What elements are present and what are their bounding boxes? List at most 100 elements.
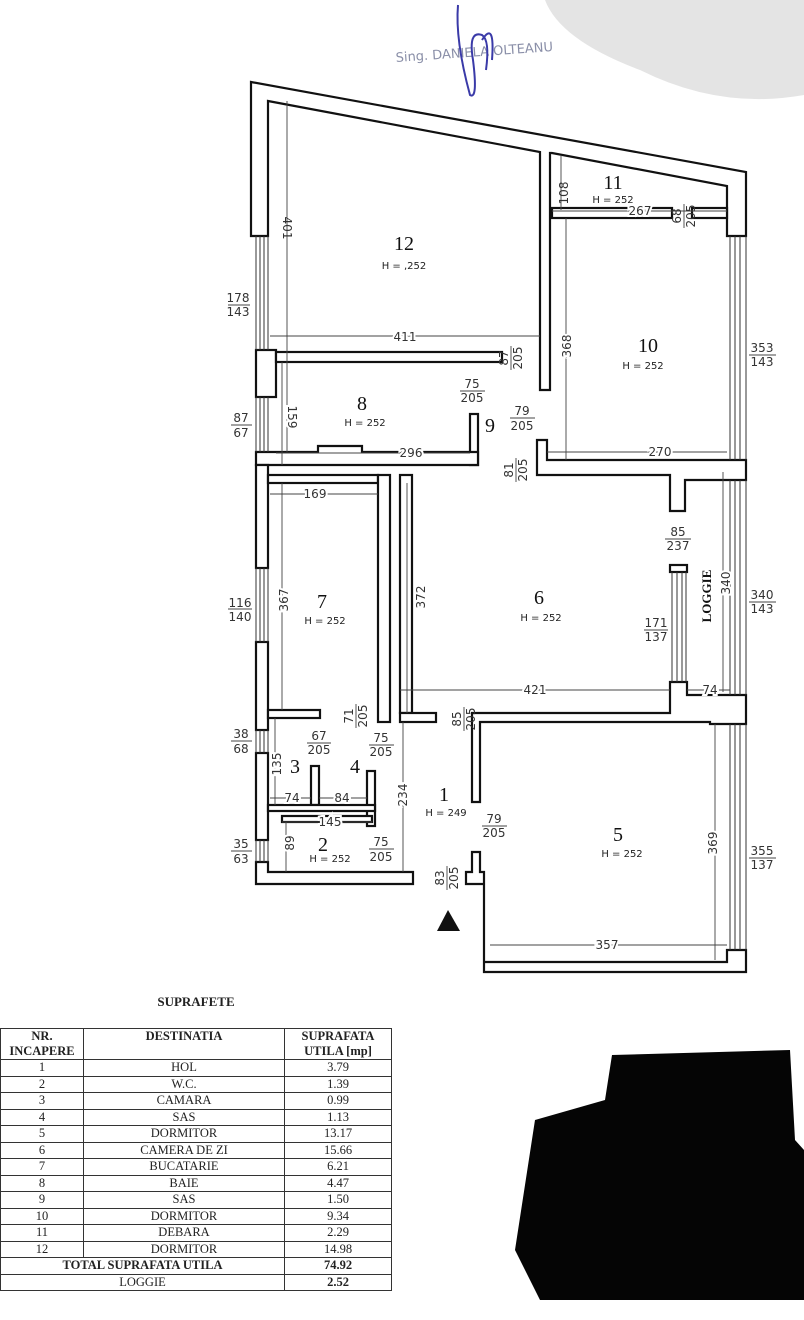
header-destinatia: DESTINATIA xyxy=(83,1028,285,1060)
entrance-arrow-icon xyxy=(437,910,460,931)
room-2-height: H = 252 xyxy=(309,854,350,865)
signature xyxy=(456,4,494,97)
room-10-number: 10 xyxy=(638,335,658,357)
cell-dest: BUCATARIE xyxy=(83,1158,285,1176)
dim-357: 357 xyxy=(596,938,619,952)
dim-421: 421 xyxy=(524,683,547,697)
svg-text:205: 205 xyxy=(356,705,370,728)
dim-270: 270 xyxy=(649,445,672,459)
room-1-height: H = 249 xyxy=(425,808,466,819)
dim-367: 367 xyxy=(277,589,291,612)
dimension-labels: 401 411 108 267 368 159 296 270 169 367 … xyxy=(268,182,735,954)
header-nr: NR. INCAPERE xyxy=(0,1028,84,1060)
dim-74-loggie: 74 xyxy=(702,683,717,697)
svg-text:75: 75 xyxy=(464,377,479,391)
dim-234: 234 xyxy=(396,784,410,807)
room-12-number: 12 xyxy=(394,233,414,255)
room-7-height: H = 252 xyxy=(304,616,345,627)
svg-text:237: 237 xyxy=(667,539,690,553)
cell-dest: DORMITOR xyxy=(83,1125,285,1143)
cell-area: 15.66 xyxy=(284,1141,392,1159)
cell-area: 1.13 xyxy=(284,1108,392,1126)
cell-nr: 3 xyxy=(0,1092,84,1110)
svg-text:35: 35 xyxy=(233,837,248,851)
svg-text:205: 205 xyxy=(516,459,530,482)
dim-411: 411 xyxy=(394,330,417,344)
room-6-number: 6 xyxy=(534,587,544,609)
svg-text:87: 87 xyxy=(233,411,248,425)
svg-text:205: 205 xyxy=(464,708,478,731)
svg-text:67: 67 xyxy=(233,426,248,440)
svg-text:87: 87 xyxy=(497,350,511,365)
svg-text:85: 85 xyxy=(450,711,464,726)
dim-145: 145 xyxy=(319,815,342,829)
room-10-height: H = 252 xyxy=(622,361,663,372)
loggie-row: LOGGIE 2.52 xyxy=(0,1273,392,1291)
header-suprafata: SUPRAFATA UTILA [mp] xyxy=(284,1028,392,1060)
engineer-stamp: Sing. DANIELA OLTEANU xyxy=(395,40,553,66)
svg-text:205: 205 xyxy=(684,205,698,228)
cell-nr: 11 xyxy=(0,1224,84,1242)
room-4-number: 4 xyxy=(350,756,360,778)
table-header-row: NR. INCAPERE DESTINATIA SUPRAFATA UTILA … xyxy=(0,1028,392,1060)
svg-text:205: 205 xyxy=(370,745,393,759)
cell-dest: BAIE xyxy=(83,1174,285,1192)
room-11-number: 11 xyxy=(603,172,622,194)
svg-text:353: 353 xyxy=(751,341,774,355)
cell-area: 1.50 xyxy=(284,1191,392,1209)
svg-text:75: 75 xyxy=(373,731,388,745)
svg-text:81: 81 xyxy=(502,462,516,477)
svg-text:340: 340 xyxy=(751,588,774,602)
cell-dest: W.C. xyxy=(83,1075,285,1093)
svg-text:137: 137 xyxy=(645,630,668,644)
cell-dest: CAMARA xyxy=(83,1092,285,1110)
cell-nr: 6 xyxy=(0,1141,84,1159)
svg-text:68: 68 xyxy=(670,208,684,223)
svg-text:83: 83 xyxy=(433,870,447,885)
svg-text:68: 68 xyxy=(233,742,248,756)
cell-area: 4.47 xyxy=(284,1174,392,1192)
dim-89: 89 xyxy=(283,835,297,850)
dim-368: 368 xyxy=(560,335,574,358)
svg-text:85: 85 xyxy=(670,525,685,539)
svg-text:137: 137 xyxy=(751,858,774,872)
cell-area: 2.29 xyxy=(284,1224,392,1242)
cell-dest: CAMERA DE ZI xyxy=(83,1141,285,1159)
room-5-height: H = 252 xyxy=(601,849,642,860)
cell-area: 13.17 xyxy=(284,1125,392,1143)
cell-dest: DORMITOR xyxy=(83,1207,285,1225)
dim-401: 401 xyxy=(280,217,294,240)
svg-text:143: 143 xyxy=(751,602,774,616)
cell-dest: DEBARA xyxy=(83,1224,285,1242)
dim-267: 267 xyxy=(629,204,652,218)
cell-nr: 9 xyxy=(0,1191,84,1209)
redaction-block xyxy=(515,1050,804,1300)
room-9-number: 9 xyxy=(485,415,495,437)
svg-text:143: 143 xyxy=(227,305,250,319)
cell-nr: 8 xyxy=(0,1174,84,1192)
